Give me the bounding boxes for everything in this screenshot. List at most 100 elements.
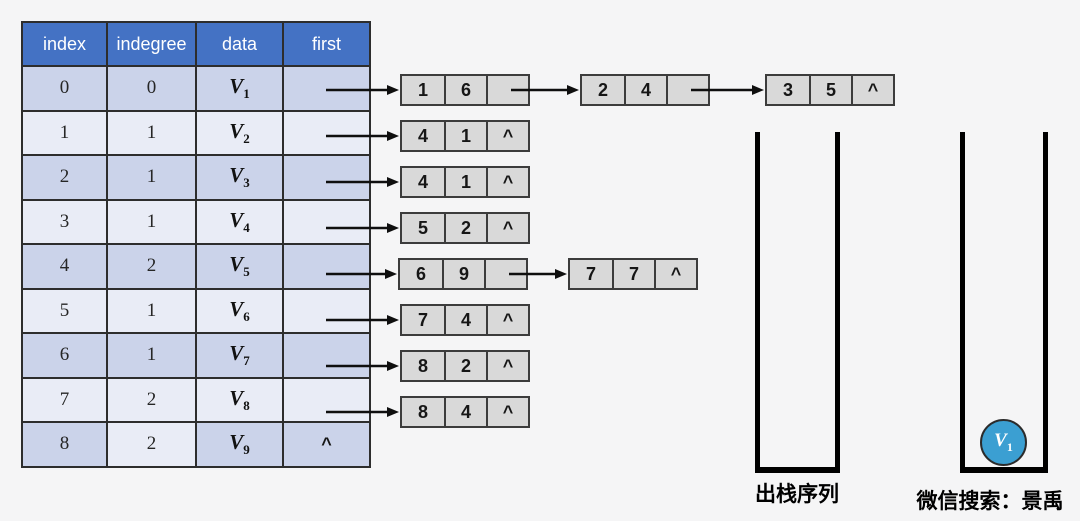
table-row: 5 1 V6 [21,287,371,334]
list-node: 6 9 [398,258,528,290]
table-row: 6 1 V7 [21,332,371,379]
column-header-first: first [282,21,371,67]
next-null-cell: ^ [486,306,528,334]
stack-item-v1-label: V1 [994,430,1013,454]
vertex-cell: V7 [195,332,284,379]
adjvex-cell: 1 [417,79,428,100]
index-cell: 7 [21,376,108,423]
indegree-cell: 1 [106,109,197,156]
vertex-label: V6 [229,296,250,324]
index-cell: 8 [21,421,108,468]
first-pointer-cell [282,332,371,379]
adjvex-cell: 7 [585,263,596,284]
list-node: 7 7 ^ [568,258,698,290]
table-row: 3 1 V4 [21,198,371,245]
list-node: 4 1 ^ [400,120,530,152]
index-cell: 4 [21,243,108,290]
adjacency-table: index indegree data first 0 0 V1 1 1 V2 … [21,21,371,468]
vertex-label: V4 [229,207,250,235]
table-row: 2 1 V3 [21,154,371,201]
adjvex-cell: 2 [597,79,608,100]
weight-cell: 4 [444,306,486,334]
weight-cell: 2 [444,352,486,380]
table-row: 0 0 V1 [21,65,371,112]
weight-cell: 2 [444,214,486,242]
weight-cell: 4 [444,398,486,426]
next-pointer-cell [484,260,526,288]
list-node: 8 4 ^ [400,396,530,428]
index-cell: 2 [21,154,108,201]
index-cell: 3 [21,198,108,245]
vertex-label: V1 [229,74,250,102]
next-null-cell: ^ [486,398,528,426]
vertex-label: V3 [229,163,250,191]
vertex-label: V9 [229,430,250,458]
vertex-label: V2 [229,118,250,146]
index-cell: 1 [21,109,108,156]
list-node: 3 5 ^ [765,74,895,106]
next-null-cell: ^ [486,168,528,196]
table-row: 1 1 V2 [21,109,371,156]
first-pointer-cell [282,243,371,290]
weight-cell: 1 [444,122,486,150]
table-row: 8 2 V9 ^ [21,421,371,468]
weight-cell: 7 [612,260,654,288]
first-null-cell: ^ [282,421,371,468]
vertex-label: V7 [229,341,250,369]
next-pointer-cell [486,76,528,104]
vertex-cell: V3 [195,154,284,201]
next-pointer-cell [666,76,708,104]
list-node: 4 1 ^ [400,166,530,198]
list-node: 8 2 ^ [400,350,530,382]
adjvex-cell: 3 [782,79,793,100]
adjvex-cell: 8 [417,401,428,422]
next-null-cell: ^ [486,214,528,242]
vertex-cell: V8 [195,376,284,423]
indegree-cell: 1 [106,154,197,201]
first-pointer-cell [282,109,371,156]
indegree-cell: 1 [106,198,197,245]
vertex-cell: V6 [195,287,284,334]
vertex-cell: V1 [195,65,284,112]
first-pointer-cell [282,65,371,112]
list-node: 7 4 ^ [400,304,530,336]
adjvex-cell: 5 [417,217,428,238]
stack-item-v1: V1 [980,419,1027,466]
vertex-cell: V9 [195,421,284,468]
pop-stack [755,132,840,473]
indegree-cell: 1 [106,287,197,334]
next-null-cell: ^ [654,260,696,288]
table-header-row: index indegree data first [21,21,371,67]
vertex-label: V5 [229,252,250,280]
next-null-cell: ^ [851,76,893,104]
weight-cell: 5 [809,76,851,104]
column-header-data: data [195,21,284,67]
column-header-indegree: indegree [106,21,197,67]
working-stack [960,132,1048,473]
weight-cell: 4 [624,76,666,104]
adjvex-cell: 6 [415,263,426,284]
weight-cell: 1 [444,168,486,196]
adjvex-cell: 4 [417,125,428,146]
list-node: 1 6 [400,74,530,106]
indegree-cell: 2 [106,243,197,290]
index-cell: 6 [21,332,108,379]
vertex-label: V8 [229,385,250,413]
indegree-cell: 2 [106,421,197,468]
weight-cell: 6 [444,76,486,104]
index-cell: 5 [21,287,108,334]
list-node: 2 4 [580,74,710,106]
adjvex-cell: 8 [417,355,428,376]
next-null-cell: ^ [486,122,528,150]
list-node: 5 2 ^ [400,212,530,244]
adjvex-cell: 7 [417,309,428,330]
pop-stack-label: 出栈序列 [755,483,839,506]
table-row: 4 2 V5 [21,243,371,290]
vertex-cell: V5 [195,243,284,290]
adjvex-cell: 4 [417,171,428,192]
indegree-cell: 0 [106,65,197,112]
column-header-index: index [21,21,108,67]
first-pointer-cell [282,376,371,423]
indegree-cell: 2 [106,376,197,423]
